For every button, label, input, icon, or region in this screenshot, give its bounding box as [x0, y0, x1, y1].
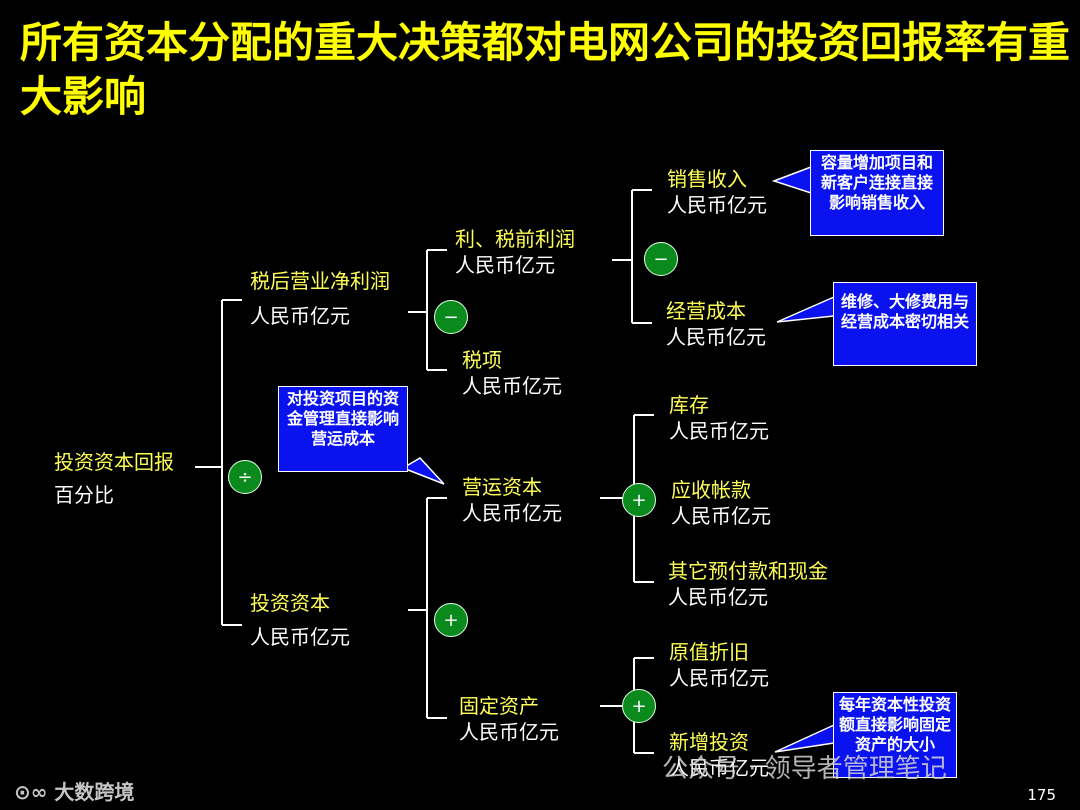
node-unit: 百分比 [54, 483, 114, 507]
node-invested-capital: 投资资本 人民币亿元 [250, 590, 350, 650]
node-unit: 人民币亿元 [666, 325, 766, 349]
watermark-logo-text: 大数跨境 [54, 780, 135, 804]
minus-operator: − [434, 300, 468, 334]
node-roic: 投资资本回报 百分比 [54, 449, 174, 508]
node-tax: 税项 人民币亿元 [462, 347, 562, 399]
node-other-prepayments: 其它预付款和现金 人民币亿元 [668, 558, 828, 610]
node-inventory: 库存 人民币亿元 [669, 392, 769, 444]
node-working-capital: 营运资本 人民币亿元 [462, 474, 562, 526]
node-label: 投资资本 [250, 591, 330, 615]
node-sales: 销售收入 人民币亿元 [667, 166, 767, 218]
node-ebit: 利、税前利润 人民币亿元 [455, 226, 575, 278]
note-operating-cost: 维修、大修费用与经营成本密切相关 [833, 282, 977, 366]
page-title: 所有资本分配的重大决策都对电网公司的投资回报率有重大影响 [20, 18, 1071, 121]
node-operating-cost: 经营成本 人民币亿元 [666, 298, 766, 350]
plus-operator: + [434, 603, 468, 637]
node-label: 原值折旧 [669, 640, 749, 664]
plus-operator: + [622, 689, 656, 723]
node-label: 应收帐款 [671, 478, 751, 502]
node-label: 销售收入 [667, 167, 747, 191]
plus-operator: + [622, 483, 656, 517]
node-label: 税后营业净利润 [250, 269, 390, 293]
node-unit: 人民币亿元 [250, 304, 350, 328]
node-label: 营运资本 [462, 475, 542, 499]
note-new-investment: 每年资本性投资额直接影响固定资产的大小 [833, 692, 957, 778]
note-sales: 容量增加项目和新客户连接直接影响销售收入 [810, 150, 944, 236]
watermark-text: 公众号 · 领导者管理笔记 [662, 754, 947, 784]
node-unit: 人民币亿元 [668, 585, 768, 609]
node-unit: 人民币亿元 [459, 720, 559, 744]
node-label: 新增投资 [669, 730, 749, 754]
page-number: 175 [1027, 786, 1056, 804]
node-unit: 人民币亿元 [462, 374, 562, 398]
node-unit: 人民币亿元 [671, 504, 771, 528]
node-label: 税项 [462, 348, 502, 372]
brand-icon: ⊙∞ [14, 780, 55, 804]
node-unit: 人民币亿元 [669, 666, 769, 690]
node-net-profit: 税后营业净利润 人民币亿元 [250, 268, 390, 329]
node-new-investment: 新增投资 人民币亿元 [669, 729, 769, 781]
node-label: 其它预付款和现金 [668, 559, 828, 583]
node-unit: 人民币亿元 [455, 253, 555, 277]
divide-operator: ÷ [228, 460, 262, 494]
node-label: 经营成本 [666, 299, 746, 323]
minus-operator: − [644, 242, 678, 276]
node-unit: 人民币亿元 [669, 419, 769, 443]
node-fixed-assets: 固定资产 人民币亿元 [459, 693, 559, 745]
node-unit: 人民币亿元 [462, 501, 562, 525]
node-unit: 人民币亿元 [667, 193, 767, 217]
node-label: 投资资本回报 [54, 450, 174, 474]
node-depreciation: 原值折旧 人民币亿元 [669, 639, 769, 691]
node-receivables: 应收帐款 人民币亿元 [671, 477, 771, 529]
note-working-capital: 对投资项目的资金管理直接影响营运成本 [278, 386, 408, 472]
node-label: 利、税前利润 [455, 227, 575, 251]
node-unit: 人民币亿元 [250, 625, 350, 649]
watermark-logo: ⊙∞ 大数跨境 [14, 776, 134, 805]
node-label: 库存 [669, 393, 709, 417]
node-unit: 人民币亿元 [669, 756, 769, 780]
node-label: 固定资产 [459, 694, 539, 718]
